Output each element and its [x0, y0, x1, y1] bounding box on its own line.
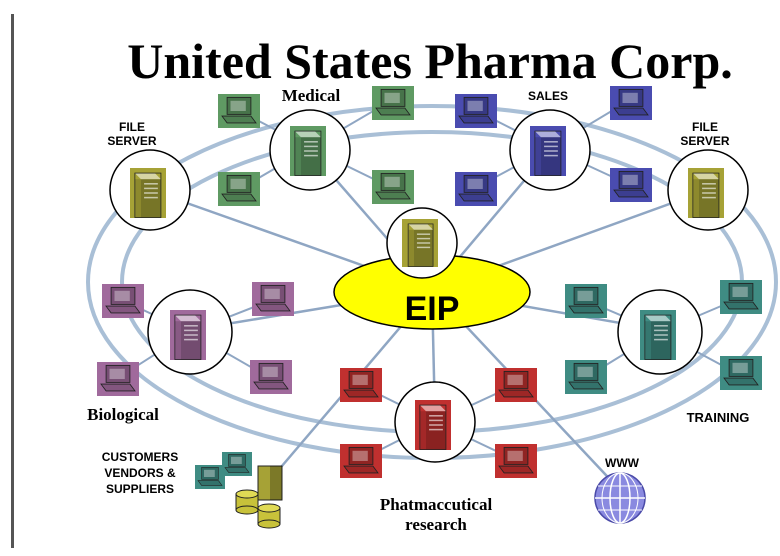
training-workstation-icon	[720, 356, 762, 390]
globe-icon	[594, 472, 646, 524]
medical-label: Medical	[282, 86, 341, 105]
biological-workstation-icon	[250, 360, 292, 394]
sales-server-icon	[530, 126, 566, 177]
medical-workstation-icon	[372, 86, 414, 120]
file-server-right-label: SERVER	[680, 134, 729, 148]
pharma-label: research	[405, 515, 467, 534]
medical-workstation-icon	[372, 170, 414, 204]
www-node: WWW	[594, 456, 646, 524]
pharma-workstation-icon	[340, 444, 382, 478]
database-icon	[235, 489, 281, 529]
customers-server-icon	[257, 465, 283, 501]
biological-cluster: Biological	[87, 282, 294, 424]
pharma-workstation-icon	[340, 368, 382, 402]
medical-workstation-icon	[218, 94, 260, 128]
sales-cluster: SALES	[455, 86, 652, 206]
customers-workstation-icon	[195, 465, 225, 489]
www-label: WWW	[605, 456, 640, 470]
file-server-left-label: FILE	[119, 120, 145, 134]
pharma-research-cluster: Phatmaccutical research	[340, 368, 537, 534]
customers-label: SUPPLIERS	[106, 482, 174, 496]
pharma-workstation-icon	[495, 368, 537, 402]
biological-label: Biological	[87, 405, 159, 424]
file-server-right-label: FILE	[692, 120, 718, 134]
biological-workstation-icon	[102, 284, 144, 318]
sales-workstation-icon	[610, 86, 652, 120]
customers-label: CUSTOMERS	[102, 450, 178, 464]
biological-server-icon	[170, 310, 206, 361]
pharma-label: Phatmaccutical	[380, 495, 493, 514]
biological-workstation-icon	[252, 282, 294, 316]
training-workstation-icon	[565, 360, 607, 394]
sales-label: SALES	[528, 89, 568, 103]
training-server-icon	[640, 310, 676, 361]
customers-cluster: CUSTOMERS VENDORS & SUPPLIERS	[102, 450, 283, 529]
sales-workstation-icon	[455, 94, 497, 128]
eip-label: EIP	[405, 290, 460, 328]
sales-workstation-icon	[455, 172, 497, 206]
biological-workstation-icon	[97, 362, 139, 396]
training-cluster: TRAINING	[565, 280, 762, 425]
file-server-right: FILE SERVER	[667, 120, 749, 231]
customers-workstation-icon	[222, 452, 252, 476]
training-workstation-icon	[565, 284, 607, 318]
pharma-workstation-icon	[495, 444, 537, 478]
medical-cluster: Medical	[218, 86, 414, 206]
left-border-rule	[11, 14, 14, 548]
eip-server-icon	[402, 219, 438, 268]
medical-workstation-icon	[218, 172, 260, 206]
file-server-left-label: SERVER	[107, 134, 156, 148]
diagram-title: United States Pharma Corp.	[127, 33, 733, 89]
training-workstation-icon	[720, 280, 762, 314]
customers-label: VENDORS &	[104, 466, 176, 480]
medical-server-icon	[290, 126, 326, 177]
pharma-server-icon	[415, 400, 451, 451]
file-server-right-icon	[688, 168, 724, 219]
file-server-left-icon	[130, 168, 166, 219]
sales-workstation-icon	[610, 168, 652, 202]
eip-hub: EIP	[333, 207, 531, 330]
training-label: TRAINING	[687, 410, 750, 425]
file-server-left: FILE SERVER	[107, 120, 191, 231]
